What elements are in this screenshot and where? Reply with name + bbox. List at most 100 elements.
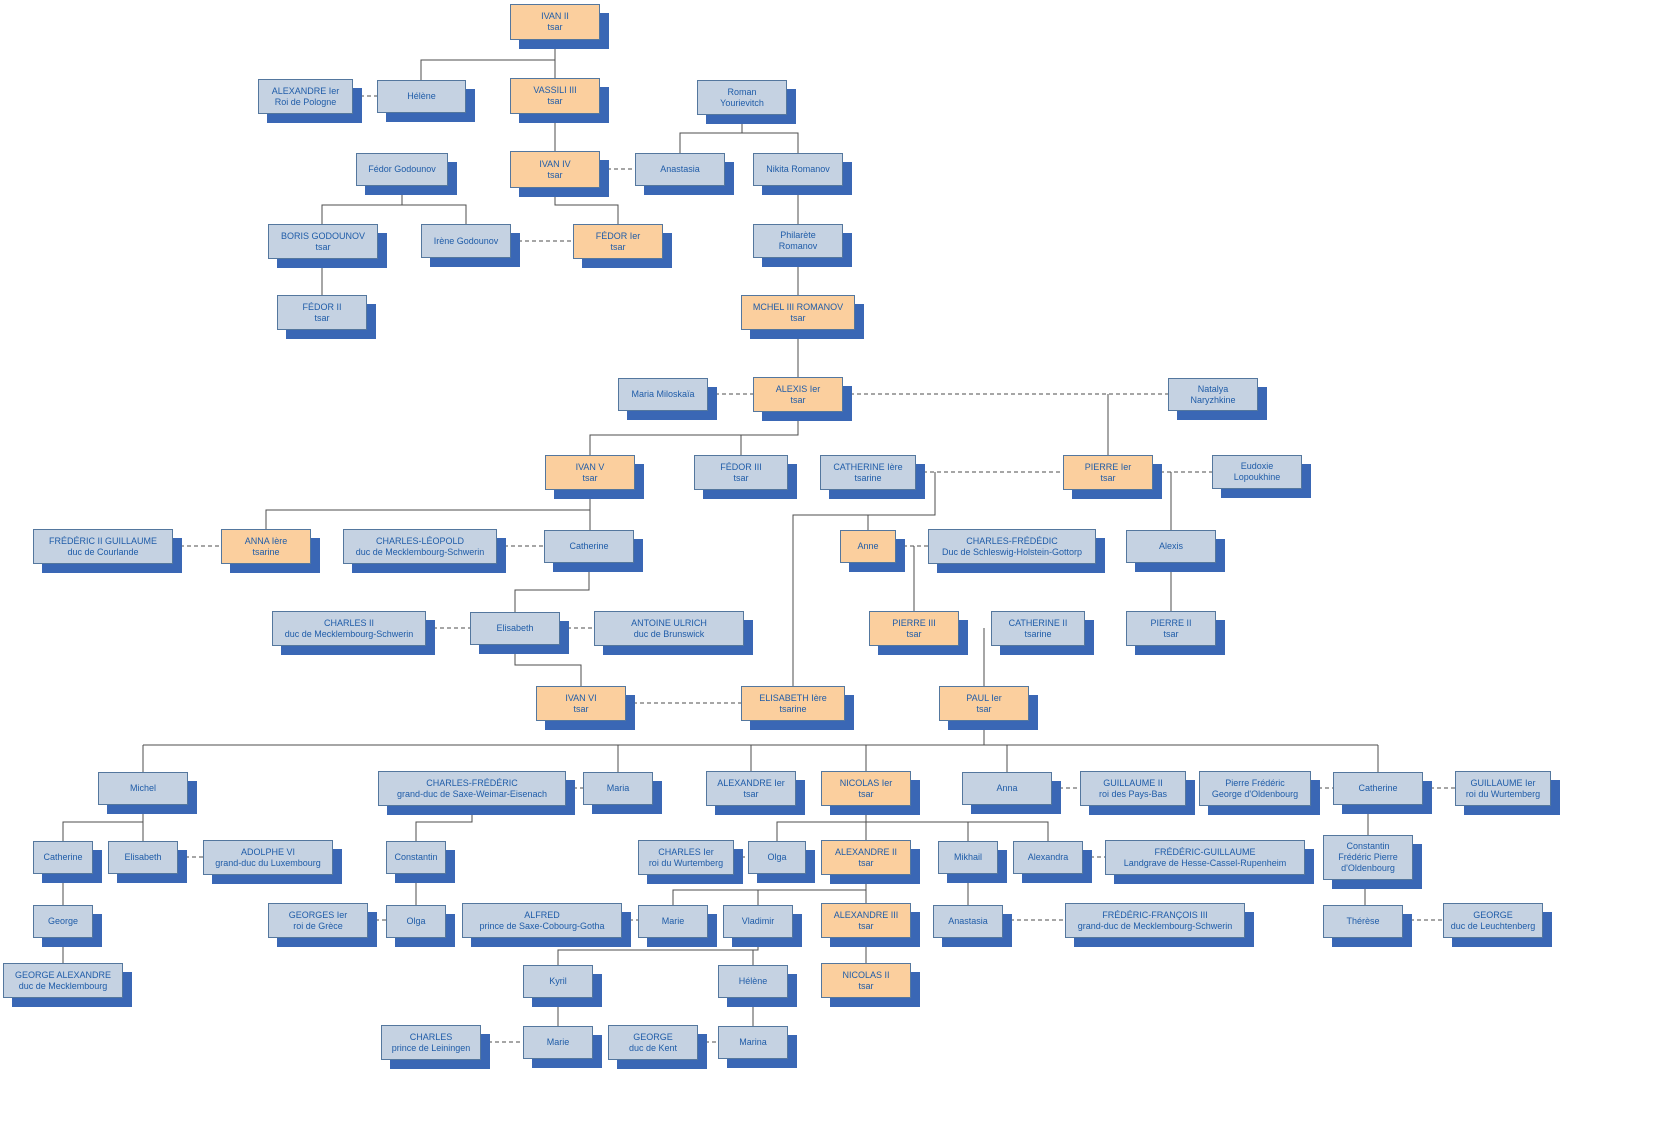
node-label: tsar: [906, 628, 922, 639]
node-label: Natalya: [1197, 383, 1229, 394]
descent-link: [265, 509, 590, 529]
node-label: tsar: [582, 472, 598, 483]
descent-link: [679, 132, 799, 153]
node-maria-miloskaia: Maria Miloskaïa: [618, 378, 708, 411]
node-label: George d'Oldenbourg: [1211, 788, 1299, 799]
node-label: Marina: [739, 1037, 767, 1047]
node-catherine-mikhailovna: Catherine: [33, 841, 93, 874]
node-helene: Hélène: [377, 80, 466, 113]
node-label: Irène Godounov: [433, 235, 499, 246]
node-label: Catherine: [569, 541, 609, 551]
node-label: tsar: [573, 703, 589, 714]
node-label: Hélène: [738, 976, 768, 986]
node-mikhail: Mikhail: [938, 841, 998, 874]
node-label: MCHEL III ROMANOV: [752, 301, 844, 312]
node-label: PAUL Ier: [966, 692, 1002, 703]
node-catherine-ivanovna: Catherine: [544, 530, 634, 563]
node-label: tsar: [976, 703, 992, 714]
descent-link: [672, 875, 867, 905]
node-label: roi du Wurtemberg: [648, 857, 724, 868]
node-label: ADOLPHE VI: [240, 846, 296, 857]
node-label: NICOLAS II: [842, 969, 890, 980]
node-label: FÉDOR III: [720, 461, 762, 472]
node-label: tsarine: [854, 472, 882, 483]
node-label: Vladimir: [741, 916, 775, 926]
node-kyril: Kyril: [523, 965, 593, 998]
node-label: Elisabeth: [124, 852, 162, 862]
node-label: ALEXANDRE III: [833, 909, 899, 920]
node-label: Philarète: [780, 230, 816, 240]
descent-link: [420, 59, 555, 80]
node-label: tsar: [314, 312, 330, 323]
node-label: Naryzhkine: [1190, 394, 1236, 405]
node-label: Fédor Godounov: [368, 164, 436, 174]
node-label: Marie: [546, 1037, 570, 1047]
node-therese: Thérèse: [1323, 905, 1403, 938]
node-label: Alexandra: [1027, 852, 1069, 862]
node-elisabeth-mecklembourg: Elisabeth: [470, 612, 560, 645]
node-label: ALEXANDRE II: [834, 846, 898, 857]
node-label: ANTOINE ULRICH: [631, 617, 707, 628]
node-label: IVAN II: [541, 11, 569, 21]
node-label: Duc de Schleswig-Holstein-Gottorp: [941, 546, 1083, 557]
node-label: GEORGE ALEXANDRE: [14, 969, 112, 980]
node-label: tsar: [790, 312, 806, 323]
node-label: ALEXANDRE Ier: [271, 85, 340, 96]
node-label: duc de Leuchtenberg: [1450, 920, 1536, 931]
node-constantin: Constantin: [386, 841, 446, 874]
node-label: tsar: [858, 857, 874, 868]
node-label: GEORGE: [633, 1031, 673, 1042]
node-fedor-godounov: Fédor Godounov: [356, 153, 448, 186]
descent-link: [554, 188, 619, 224]
node-label: tsar: [1163, 628, 1179, 639]
node-label: ALFRED: [524, 909, 560, 920]
node-label: tsar: [790, 394, 806, 405]
node-label: Elisabeth: [496, 623, 534, 633]
node-label: roi des Pays-Bas: [1098, 788, 1168, 799]
node-label: roi de Grèce: [293, 920, 343, 931]
node-alexandra: Alexandra: [1013, 841, 1083, 874]
node-maria: Maria: [583, 772, 653, 805]
node-irene-godounov: Irène Godounov: [421, 224, 511, 258]
node-label: CHARLES: [409, 1031, 453, 1042]
node-label: duc de Mecklembourg-Schwerin: [355, 546, 485, 557]
node-label: FÉDOR Ier: [595, 230, 641, 241]
node-label: CATHERINE II: [1008, 617, 1068, 628]
node-label: Michel: [129, 783, 156, 793]
node-label: prince de Saxe-Cobourg-Gotha: [479, 920, 605, 931]
node-label: tsarine: [779, 703, 807, 714]
node-marie-kirillovna: Marie: [523, 1026, 593, 1059]
descent-link: [514, 563, 590, 612]
node-label: ANNA Ière: [244, 535, 288, 546]
node-label: VASSILI III: [533, 85, 577, 95]
node-label: GUILLAUME II: [1103, 777, 1163, 788]
node-label: Landgrave de Hesse-Cassel-Rupenheim: [1123, 857, 1287, 868]
node-anne: Anne: [840, 530, 896, 563]
node-label: tsar: [547, 169, 563, 180]
node-label: Alexis: [1158, 541, 1183, 551]
node-label: grand-duc de Mecklembourg-Schwerin: [1077, 920, 1233, 931]
node-label: GUILLAUME Ier: [1470, 777, 1536, 788]
node-label: BORIS GODOUNOV: [280, 230, 365, 241]
node-label: Hélène: [407, 91, 436, 101]
descent-link: [415, 806, 473, 841]
